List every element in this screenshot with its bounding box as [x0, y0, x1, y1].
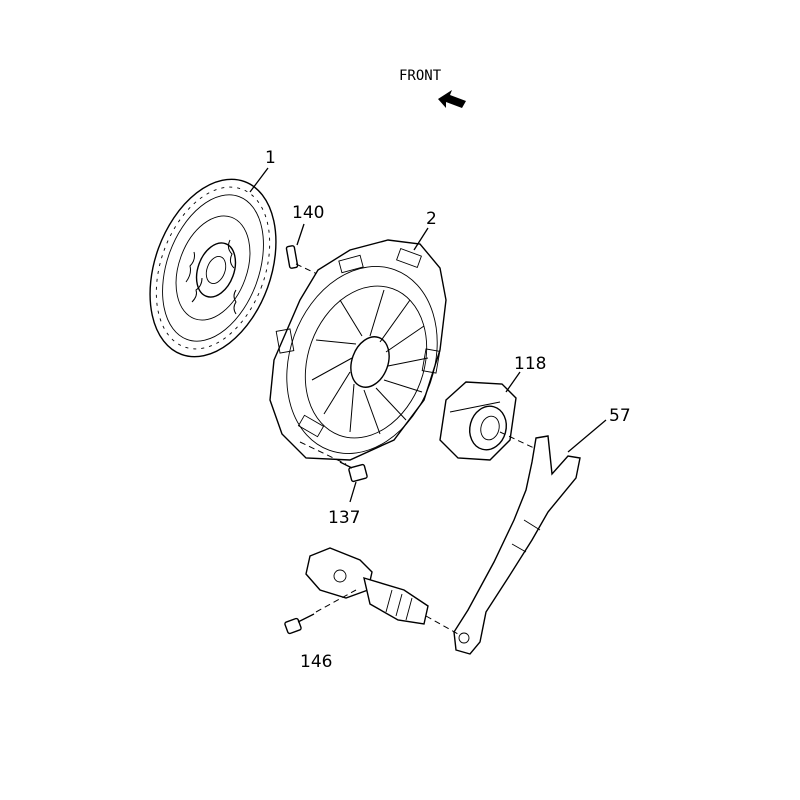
clutch-disc-icon: [149, 178, 277, 358]
leader-line-140: [296, 223, 305, 246]
release-bearing-icon: [439, 381, 517, 461]
leader-line-118: [505, 371, 521, 393]
leader-line-2: [413, 227, 429, 251]
callout-118: 118: [514, 354, 546, 374]
release-fork-icon: [453, 435, 581, 655]
callout-2: 2: [426, 209, 437, 229]
callout-137: 137: [328, 508, 360, 528]
leader-line-137: [349, 481, 357, 503]
callout-140: 140: [292, 203, 324, 223]
pressure-plate-icon: [269, 239, 447, 461]
front-arrow-icon: [438, 90, 466, 108]
bolt-icon: [284, 613, 315, 635]
callout-146: 146: [300, 652, 332, 672]
callout-57: 57: [609, 406, 631, 426]
slave-cylinder-icon: [305, 547, 429, 625]
front-indicator: FRONT: [399, 68, 466, 108]
leader-line-1: [249, 167, 269, 193]
callout-1: 1: [265, 148, 276, 168]
front-label: FRONT: [399, 68, 442, 84]
leader-line-57: [567, 419, 607, 453]
dowel-pin-icon: [285, 245, 299, 269]
bolt-icon: [339, 461, 368, 483]
